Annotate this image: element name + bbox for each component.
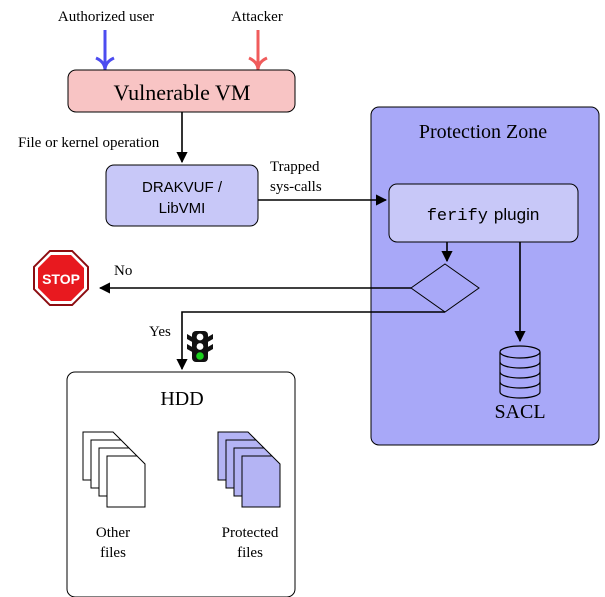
file-kernel-op-label: File or kernel operation (18, 135, 160, 151)
other-files-label-line1: Other (96, 525, 130, 541)
sacl-database-icon (499, 345, 541, 399)
protection-zone-box (370, 106, 600, 446)
edge-decision-to-hdd (176, 311, 445, 371)
drakvuf-label-line1: DRAKVUF / (142, 179, 223, 196)
trapped-label-line2: sys-calls (270, 179, 322, 195)
plugin-word: plugin (494, 205, 539, 224)
yes-label: Yes (149, 324, 171, 340)
drakvuf-label-line2: LibVMI (159, 200, 206, 217)
ferify-plugin-box (388, 183, 579, 243)
hdd-box (66, 371, 296, 597)
no-label: No (114, 263, 132, 279)
traffic-light-icon (187, 331, 213, 362)
sacl-label: SACL (494, 401, 545, 423)
hdd-label: HDD (160, 388, 203, 410)
stop-sign-icon: STOP (33, 250, 89, 306)
trapped-label-line1: Trapped (270, 159, 320, 175)
other-files-stack-icon (82, 431, 146, 508)
protected-files-label-line1: Protected (222, 525, 279, 541)
authorized-user-label: Authorized user (58, 9, 154, 25)
other-files-label-line2: files (100, 545, 126, 561)
stop-sign-text: STOP (42, 271, 80, 287)
ferify-plugin-label: ferify plugin (427, 205, 540, 226)
protection-zone-label: Protection Zone (419, 121, 547, 143)
vulnerable-vm-label: Vulnerable VM (114, 80, 251, 105)
attacker-arrow (248, 30, 268, 71)
drakvuf-libvmi-box (105, 164, 259, 227)
protected-files-label-line2: files (237, 545, 263, 561)
plugin-code-name: ferify (427, 207, 488, 226)
attacker-label: Attacker (231, 9, 283, 25)
protected-files-stack-icon (217, 431, 281, 508)
authorized-user-arrow (95, 30, 115, 71)
